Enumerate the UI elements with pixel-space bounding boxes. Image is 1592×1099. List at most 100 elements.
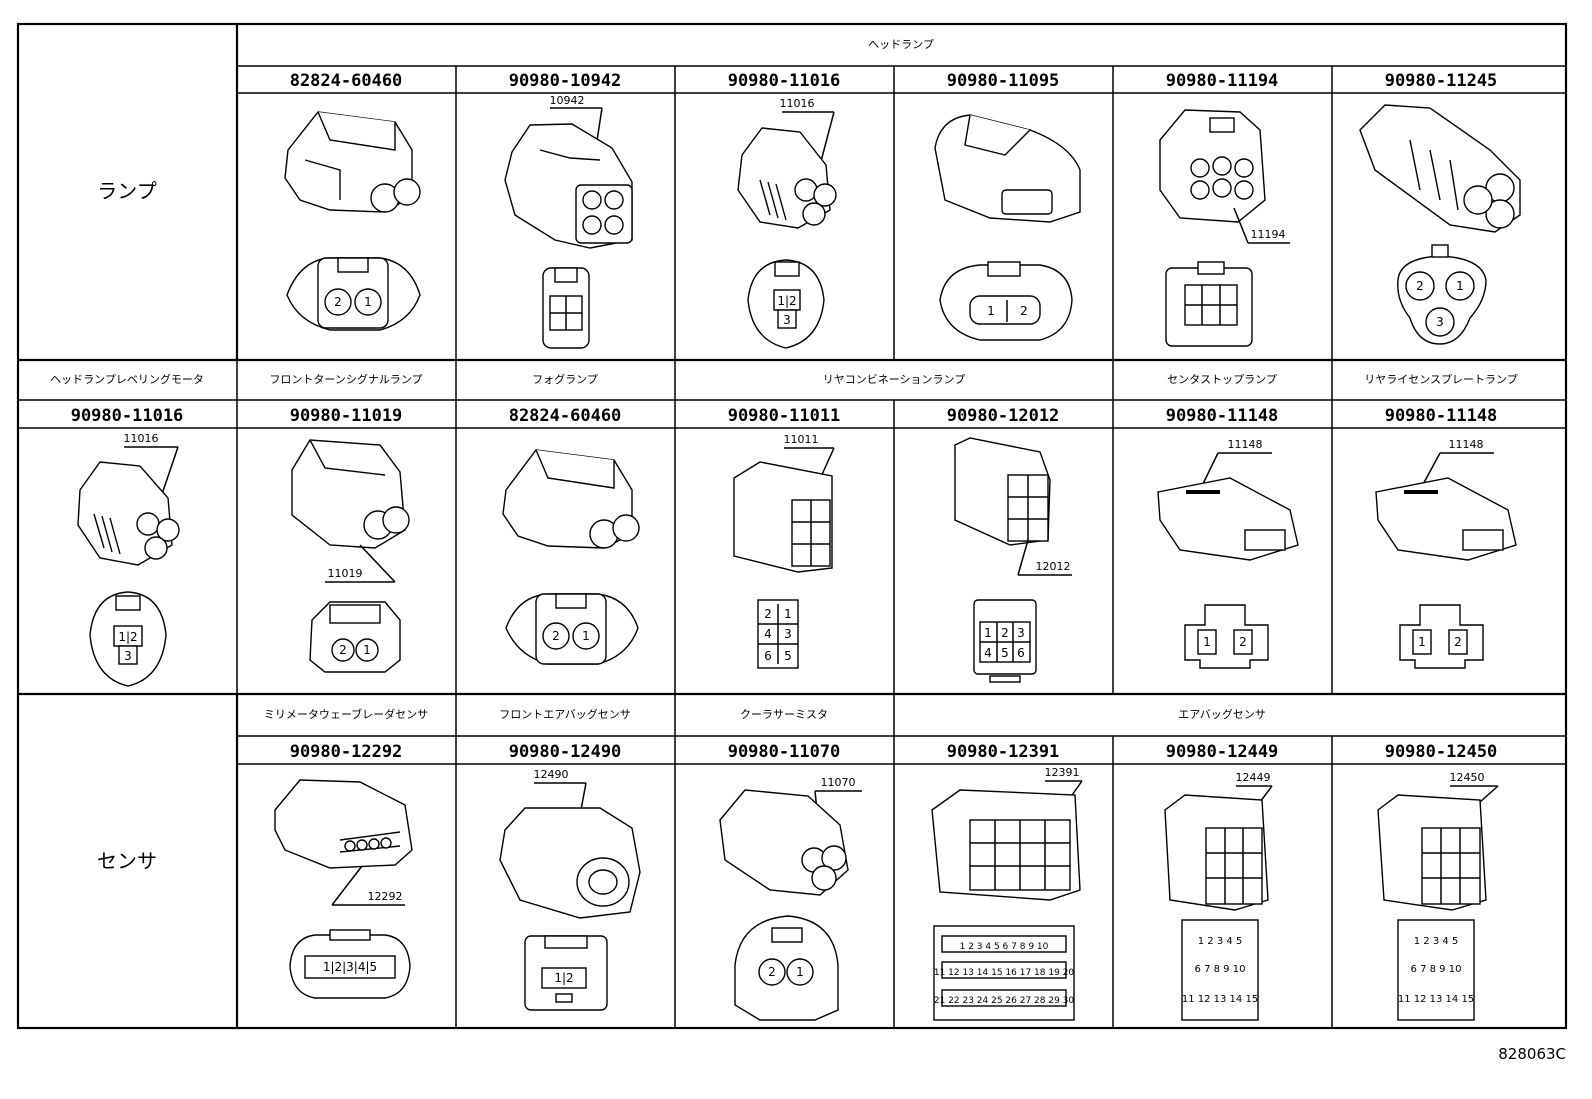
svg-text:2: 2	[1020, 304, 1028, 318]
part-number: 90980-11095	[947, 71, 1060, 91]
group-label-headlamp: ヘッドランプ	[868, 38, 934, 51]
callout-label: 12450	[1450, 771, 1485, 784]
svg-text:3: 3	[1436, 315, 1444, 329]
svg-text:2: 2	[334, 295, 342, 309]
connector-drawing: 1 2	[934, 114, 1081, 341]
connector-drawing: 11194	[1159, 109, 1290, 347]
group-label: フォグランプ	[532, 372, 598, 386]
svg-text:1: 1	[582, 629, 590, 643]
svg-text:1 2 3 4 5: 1 2 3 4 5	[1198, 936, 1243, 947]
group-label: ヘッドランプレベリングモータ	[50, 372, 204, 386]
connector-drawing: 12450 1 2 3 4 5 6 7 8 9 10 11 12 13 14 1…	[1377, 771, 1499, 1021]
part-number: 90980-12391	[947, 742, 1060, 762]
svg-text:4: 4	[984, 646, 992, 660]
svg-text:6 7 8 9 10: 6 7 8 9 10	[1195, 964, 1246, 975]
svg-text:4: 4	[764, 627, 772, 641]
svg-text:1|2|3|4|5: 1|2|3|4|5	[323, 960, 377, 974]
svg-text:5: 5	[1001, 646, 1009, 660]
group-label: フロントエアバッグセンサ	[499, 707, 631, 721]
svg-text:1: 1	[796, 965, 804, 979]
group-label: リヤライセンスプレートランプ	[1364, 373, 1517, 386]
svg-text:1: 1	[784, 607, 792, 621]
svg-text:3: 3	[1017, 626, 1025, 640]
table-grid	[16, 22, 1568, 1030]
connector-drawing: 12292 1|2|3|4|5	[274, 779, 413, 999]
part-number: 90980-11070	[728, 742, 841, 762]
part-number: 90980-12490	[509, 742, 622, 762]
svg-text:11 12 13 14 15: 11 12 13 14 15	[1398, 994, 1474, 1005]
callout-label: 11011	[784, 433, 819, 446]
svg-text:1: 1	[1456, 279, 1464, 293]
callout-label: 11070	[821, 776, 856, 789]
svg-text:1: 1	[984, 626, 992, 640]
callout-label: 12292	[368, 890, 403, 903]
part-number: 90980-11019	[290, 406, 403, 426]
part-number: 82824-60460	[290, 71, 403, 91]
callout-label: 12449	[1236, 771, 1271, 784]
svg-text:2: 2	[1454, 635, 1462, 649]
callout-label: 12391	[1045, 766, 1080, 779]
part-number: 90980-12450	[1385, 742, 1498, 762]
svg-text:1: 1	[363, 643, 371, 657]
group-label: フロントターンシグナルランプ	[269, 372, 422, 386]
svg-text:1|2: 1|2	[777, 294, 796, 308]
svg-text:2: 2	[1416, 279, 1424, 293]
callout-label: 10942	[550, 94, 585, 107]
connector-drawing: 11016 1|2 3	[77, 432, 180, 687]
part-number: 90980-12292	[290, 742, 403, 762]
part-number: 90980-11148	[1385, 406, 1498, 426]
part-number: 90980-12012	[947, 406, 1060, 426]
svg-text:1: 1	[987, 304, 995, 318]
svg-text:6: 6	[1017, 646, 1025, 660]
diagram-code: 828063C	[1498, 1045, 1566, 1063]
svg-text:2: 2	[1239, 635, 1247, 649]
part-number: 90980-11194	[1166, 71, 1279, 91]
svg-text:6: 6	[764, 649, 772, 663]
connector-drawing: 11148 1 2	[1157, 438, 1299, 669]
group-label: センタストップランプ	[1167, 373, 1277, 386]
svg-text:1 2 3 4 5 6 7 8 9 10: 1 2 3 4 5 6 7 8 9 10	[960, 942, 1049, 952]
part-number: 90980-10942	[509, 71, 622, 91]
svg-text:2: 2	[339, 643, 347, 657]
part-number: 90980-12449	[1166, 742, 1279, 762]
connector-drawing: 12391 1 2 3 4 5 6 7 8 9 10 11 12 13 14 1…	[931, 766, 1083, 1021]
callout-label: 11194	[1251, 228, 1286, 241]
callout-label: 12490	[534, 768, 569, 781]
connector-drawing: 2 1 3	[1359, 104, 1521, 345]
svg-text:3: 3	[124, 649, 132, 663]
svg-text:11 12 13 14 15: 11 12 13 14 15	[1182, 994, 1258, 1005]
svg-text:11 12 13 14 15 16 17 18 19 20: 11 12 13 14 15 16 17 18 19 20	[934, 968, 1075, 978]
category-lamp: ランプ	[97, 179, 156, 203]
part-number: 90980-11011	[728, 406, 841, 426]
svg-text:1: 1	[1203, 635, 1211, 649]
svg-text:1 2 3 4 5: 1 2 3 4 5	[1414, 936, 1459, 947]
connector-drawing: 12490 1|2	[499, 768, 641, 1011]
svg-text:1: 1	[1418, 635, 1426, 649]
svg-text:5: 5	[784, 649, 792, 663]
svg-text:1|2: 1|2	[118, 630, 137, 644]
connector-drawing: 11070 2 1	[719, 776, 862, 1021]
connector-drawing: 11016 1|2 3	[737, 97, 837, 349]
callout-label: 11148	[1449, 438, 1484, 451]
callout-label: 11016	[124, 432, 159, 445]
callout-label: 11016	[780, 97, 815, 110]
svg-text:2: 2	[552, 629, 560, 643]
svg-text:2: 2	[768, 965, 776, 979]
part-number: 90980-11016	[728, 71, 841, 91]
svg-text:3: 3	[784, 627, 792, 641]
group-label: クーラサーミスタ	[740, 708, 828, 721]
svg-text:6 7 8 9 10: 6 7 8 9 10	[1411, 964, 1462, 975]
group-label: ミリメータウェーブレーダセンサ	[264, 707, 428, 721]
connector-drawing: 11019 2 1	[291, 439, 410, 673]
svg-text:3: 3	[783, 313, 791, 327]
callout-label: 11148	[1228, 438, 1263, 451]
callout-label: 11019	[328, 567, 363, 580]
svg-text:2: 2	[1001, 626, 1009, 640]
callout-label: 12012	[1036, 560, 1071, 573]
part-number: 90980-11016	[71, 406, 184, 426]
group-label: リヤコンビネーションランプ	[823, 373, 965, 386]
connector-drawing: 2 1	[502, 449, 640, 665]
